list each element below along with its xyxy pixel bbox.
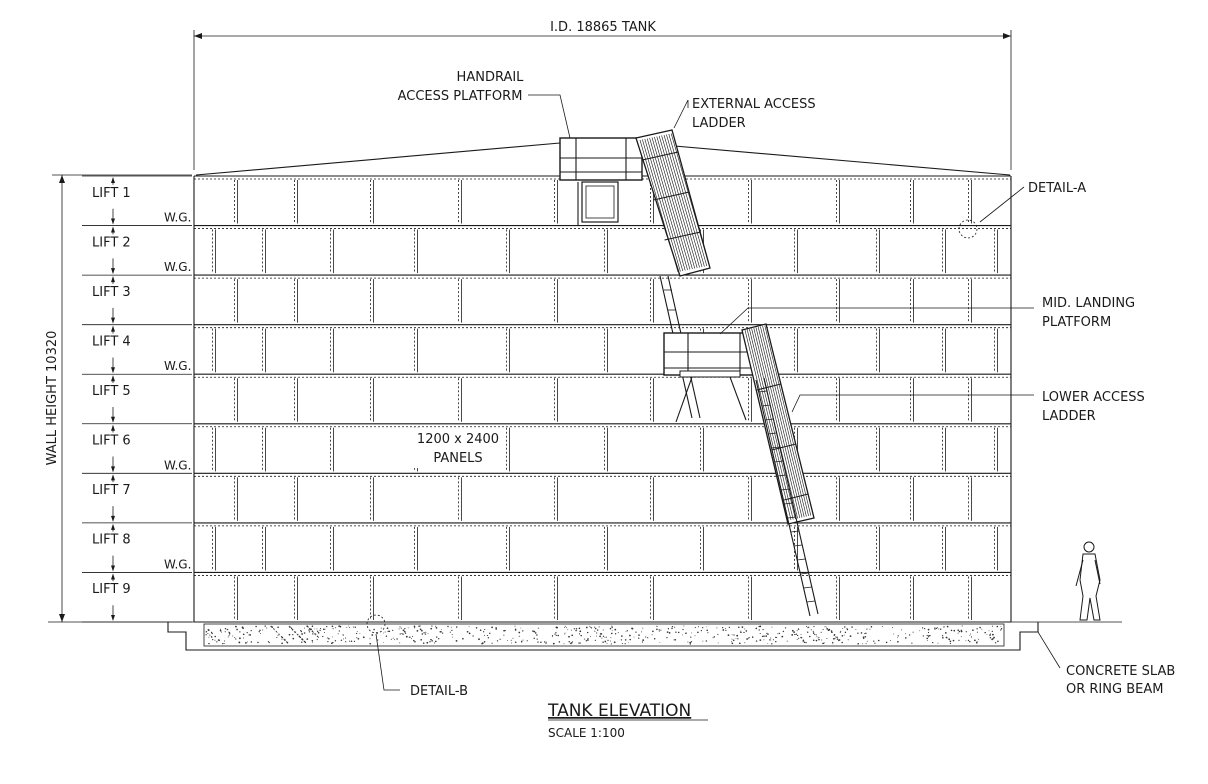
external-access-ladder — [635, 129, 711, 419]
person-figure — [1075, 541, 1101, 621]
lift-label: LIFT 2 — [92, 235, 131, 250]
panels-label-line1: 1200 x 2400 — [417, 432, 499, 447]
lift-label: LIFT 6 — [92, 434, 131, 449]
lower-ladder-callout-line2: LADDER — [1042, 409, 1096, 424]
lift-labels: LIFT 1 W.G. LIFT 2 W.G. LIFT 3 LIFT 4 W.G. LIFT… — [82, 175, 192, 623]
wind-girder-label: W.G. — [164, 557, 191, 571]
wind-girder-label: W.G. — [164, 260, 191, 274]
lift-label: LIFT 5 — [92, 384, 131, 399]
handrail-callout-line2: ACCESS PLATFORM — [398, 89, 523, 104]
tank-roof — [195, 142, 1011, 176]
lift-label: LIFT 8 — [92, 533, 131, 548]
top-handrail-platform — [559, 137, 643, 226]
lower-access-ladder — [741, 323, 819, 617]
overall-diameter-dimension: I.D. 18865 TANK — [193, 20, 1012, 170]
wind-girder-label: W.G. — [164, 359, 191, 373]
lift-label: LIFT 3 — [92, 285, 131, 300]
mid-landing-platform — [663, 332, 763, 423]
drawing-scale: SCALE 1:100 — [548, 726, 625, 740]
detail-a-callout: DETAIL-A — [1028, 181, 1086, 196]
detail-b-callout: DETAIL-B — [410, 684, 468, 699]
wall-height-label: WALL HEIGHT 10320 — [45, 331, 60, 466]
detail-b-circle — [366, 614, 386, 634]
lift-label: LIFT 7 — [92, 483, 131, 498]
handrail-callout-line1: HANDRAIL — [457, 70, 525, 85]
concrete-stipple — [205, 625, 1003, 645]
lift-label: LIFT 9 — [92, 582, 131, 597]
external-ladder-callout-line2: LADDER — [692, 116, 746, 131]
callout-leaders — [375, 94, 1061, 691]
concrete-callout-line1: CONCRETE SLAB — [1066, 664, 1175, 679]
lift-label: LIFT 4 — [92, 334, 131, 349]
lower-ladder-callout-line1: LOWER ACCESS — [1042, 390, 1145, 405]
drawing-title: TANK ELEVATION — [547, 701, 691, 721]
concrete-foundation — [48, 621, 1122, 651]
diameter-label: I.D. 18865 TANK — [550, 20, 656, 35]
panels-label-line2: PANELS — [433, 451, 482, 466]
wall-height-dimension: WALL HEIGHT 10320 — [45, 174, 192, 622]
lift-label: LIFT 1 — [92, 186, 131, 201]
mid-landing-callout-line2: PLATFORM — [1042, 315, 1111, 330]
tank-wall — [193, 175, 1012, 623]
wind-girder-label: W.G. — [164, 211, 191, 225]
wind-girder-label: W.G. — [164, 458, 191, 472]
mid-landing-callout-line1: MID. LANDING — [1042, 296, 1135, 311]
detail-a-circle — [958, 219, 978, 239]
concrete-callout-line2: OR RING BEAM — [1066, 682, 1163, 697]
external-ladder-callout-line1: EXTERNAL ACCESS — [692, 97, 816, 112]
